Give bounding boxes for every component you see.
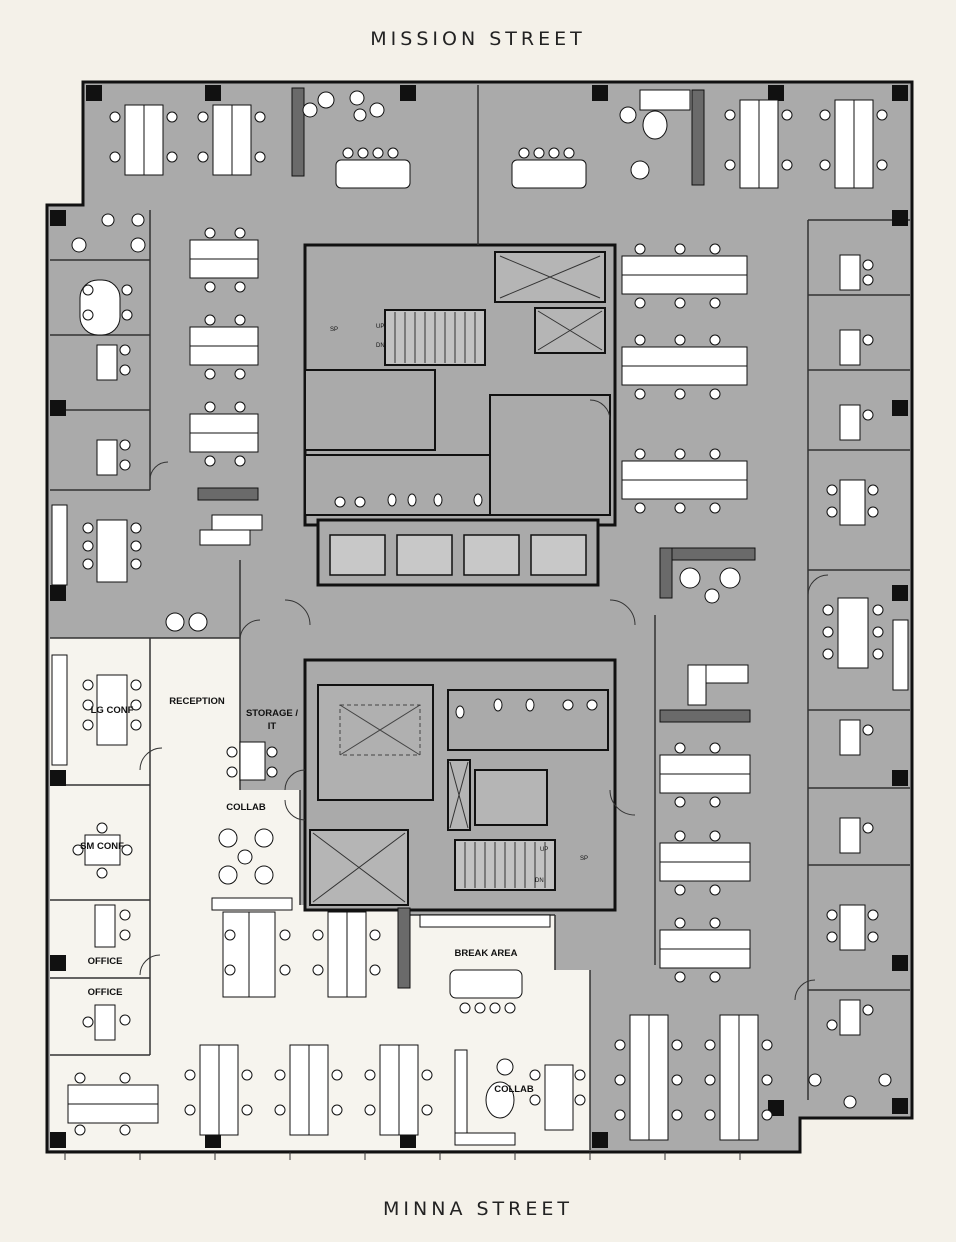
planter	[197, 487, 259, 501]
room-label-office-2: OFFICE	[88, 987, 123, 998]
planter	[291, 87, 305, 177]
stair-down-label-north: DN	[376, 343, 385, 349]
room-label-sm-conf: SM CONF	[80, 841, 124, 852]
stair-down-label-south: DN	[535, 878, 544, 884]
room-label-lg-conf: LG CONF	[91, 705, 134, 716]
room-label-storage-it-2: IT	[268, 721, 277, 732]
street-label-south: MINNA STREET	[383, 1198, 573, 1220]
room-label-storage-it: STORAGE /	[246, 708, 298, 719]
sp-label-north: SP	[330, 327, 338, 333]
street-label-north: MISSION STREET	[370, 28, 586, 50]
elevator-shaft-s	[474, 769, 548, 826]
planter	[397, 907, 411, 989]
room-label-reception: RECEPTION	[169, 696, 225, 707]
planter	[659, 547, 673, 599]
collab-zone	[195, 790, 300, 905]
elevator-shaft-e	[534, 307, 606, 354]
sp-label-south: SP	[580, 856, 588, 862]
room-label-break-area: BREAK AREA	[455, 948, 518, 959]
room-label-collab-west: COLLAB	[226, 802, 266, 813]
stair-up-label-north: UP	[376, 324, 384, 330]
restroom-north	[304, 454, 491, 516]
restroom-south	[447, 689, 609, 751]
stair-up-label-south: UP	[540, 847, 548, 853]
elevator-shaft-ne	[494, 251, 606, 303]
room-label-collab-south: COLLAB	[494, 1084, 534, 1095]
planter	[659, 547, 756, 561]
open-area-southwest	[50, 638, 590, 1150]
planter	[659, 709, 751, 723]
freight-elevator	[317, 684, 434, 801]
room-label-office-1: OFFICE	[88, 956, 123, 967]
planter	[691, 89, 705, 186]
